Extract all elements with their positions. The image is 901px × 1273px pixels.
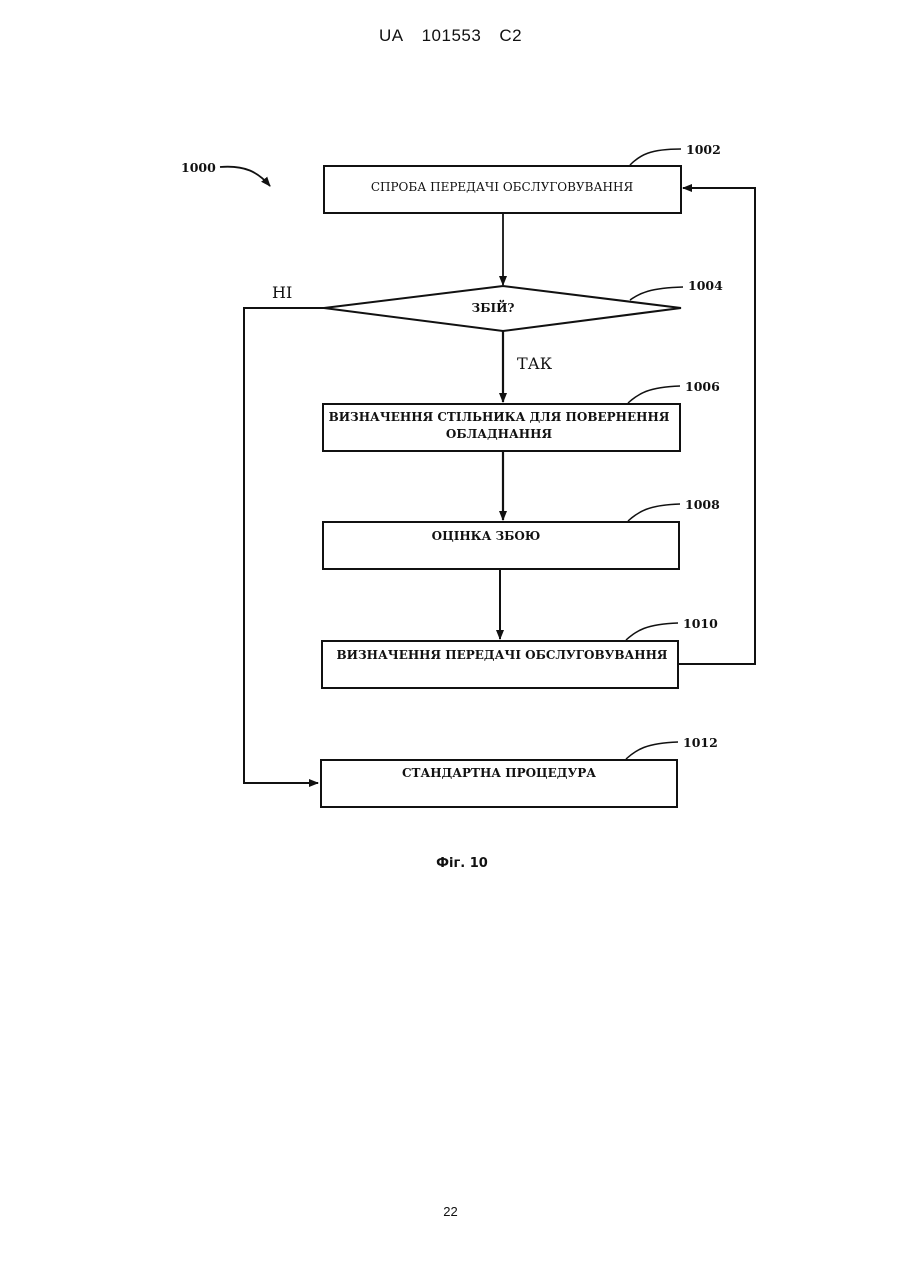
node-1008-ref: 1008 [685, 497, 720, 512]
node-1012-ref: 1012 [683, 735, 718, 750]
node-1006-label-line1: ВИЗНАЧЕННЯ СТІЛЬНИКА ДЛЯ ПОВЕРНЕННЯ [329, 410, 670, 424]
figure-caption: Фіг. 10 [436, 856, 488, 871]
node-1006-ref-leader [628, 386, 680, 403]
node-1006-ref: 1006 [685, 379, 720, 394]
node-1008-ref-leader [628, 504, 680, 521]
node-1004-ref-leader [630, 287, 683, 300]
edge-1004-1012-no [244, 308, 324, 783]
node-1006: ВИЗНАЧЕННЯ СТІЛЬНИКА ДЛЯ ПОВЕРНЕННЯ ОБЛА… [323, 379, 720, 451]
node-1002-ref-leader [630, 149, 681, 165]
node-1006-label-line2: ОБЛАДНАННЯ [446, 427, 553, 441]
node-1012-ref-leader [626, 742, 678, 759]
node-1002: СПРОБА ПЕРЕДАЧІ ОБСЛУГОВУВАННЯ 1002 [324, 142, 721, 213]
node-1004-ref: 1004 [688, 278, 723, 293]
node-1004: ЗБІЙ? 1004 [324, 278, 723, 331]
edge-1010-1002-loop [678, 188, 755, 664]
branch-yes-label: ТАК [517, 354, 553, 373]
node-1010: ВИЗНАЧЕННЯ ПЕРЕДАЧІ ОБСЛУГОВУВАННЯ 1010 [322, 616, 718, 688]
page-number: 22 [0, 1204, 901, 1219]
node-1012-label: СТАНДАРТНА ПРОЦЕДУРА [402, 766, 596, 780]
node-1010-ref: 1010 [683, 616, 718, 631]
node-1012: СТАНДАРТНА ПРОЦЕДУРА 1012 [321, 735, 718, 807]
node-1004-label: ЗБІЙ? [472, 299, 515, 315]
diagram-ref-label: 1000 [181, 160, 216, 175]
diagram-ref-arrow [220, 167, 270, 186]
node-1002-ref: 1002 [686, 142, 721, 157]
node-1002-label: СПРОБА ПЕРЕДАЧІ ОБСЛУГОВУВАННЯ [371, 180, 634, 194]
node-1010-label: ВИЗНАЧЕННЯ ПЕРЕДАЧІ ОБСЛУГОВУВАННЯ [336, 648, 667, 662]
node-1010-ref-leader [626, 623, 678, 640]
branch-no-label: НІ [272, 283, 292, 302]
node-1008-label: ОЦІНКА ЗБОЮ [432, 529, 541, 543]
node-1008: ОЦІНКА ЗБОЮ 1008 [323, 497, 720, 569]
